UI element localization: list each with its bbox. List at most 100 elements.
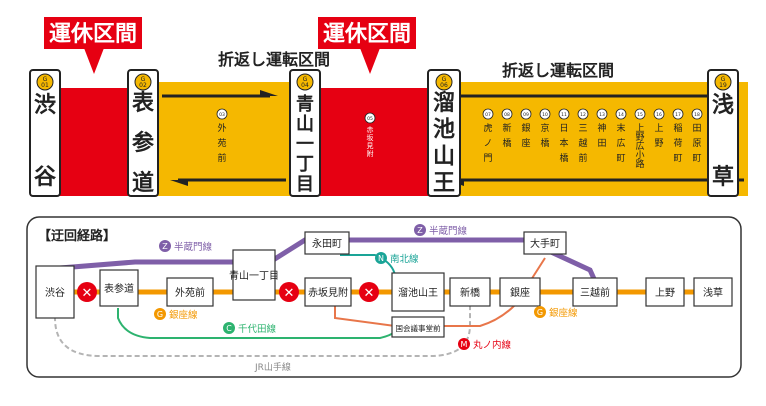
- svg-text:銀: 銀: [521, 122, 530, 134]
- svg-text:G: G: [721, 76, 726, 83]
- svg-text:表: 表: [132, 91, 155, 116]
- marunouchi-label: M 丸ノ内線: [458, 338, 512, 351]
- detour-station-shibuya: 渋谷: [35, 265, 75, 319]
- svg-text:運休区間: 運休区間: [323, 22, 411, 47]
- detour-station-gaienmae: 外苑前: [166, 277, 214, 307]
- detour-stations: 渋谷表参道外苑前青山一丁目永田町赤坂見附溜池山王国会議事堂前新橋銀座大手町三越前…: [35, 231, 733, 338]
- chiyoda-label: C 千代田線: [223, 322, 277, 335]
- ginza-label-1: G 銀座線: [154, 308, 198, 321]
- detour-station-ueno: 上野: [645, 277, 685, 307]
- svg-text:前: 前: [578, 152, 587, 164]
- svg-text:19: 19: [719, 82, 727, 89]
- svg-text:池: 池: [433, 118, 455, 143]
- turnback-arrows-left: [162, 90, 286, 186]
- jr-label: JR山手線: [254, 361, 291, 373]
- svg-text:12: 12: [580, 112, 586, 118]
- detour-station-aoyama: 青山一丁目: [229, 249, 279, 301]
- svg-text:02: 02: [139, 82, 147, 89]
- svg-text:橋: 橋: [540, 137, 549, 149]
- svg-text:広: 広: [616, 137, 625, 149]
- svg-text:苑: 苑: [217, 137, 226, 149]
- svg-text:17: 17: [675, 112, 681, 118]
- svg-text:18: 18: [694, 112, 700, 118]
- svg-text:13: 13: [599, 112, 605, 118]
- detour-station-akasaka: 赤坂見附: [304, 277, 352, 307]
- svg-text:千代田線: 千代田線: [238, 323, 277, 335]
- svg-text:坂: 坂: [367, 133, 374, 142]
- svg-text:N: N: [378, 254, 384, 263]
- svg-text:山: 山: [296, 114, 314, 135]
- svg-text:G: G: [157, 310, 163, 319]
- svg-text:外: 外: [217, 122, 226, 134]
- detour-station-shimbashi: 新橋: [449, 277, 491, 307]
- svg-text:運休区間: 運休区間: [49, 22, 137, 47]
- svg-text:目: 目: [296, 174, 314, 195]
- svg-text:王: 王: [433, 171, 455, 196]
- namboku-line: [340, 254, 396, 276]
- detour-station-asakusa: 浅草: [693, 277, 733, 307]
- svg-text:表参道: 表参道: [104, 282, 134, 295]
- svg-text:谷: 谷: [34, 165, 57, 190]
- svg-text:赤: 赤: [367, 126, 374, 134]
- band-yellow-2: [436, 82, 748, 196]
- closed-mark-1: ✕: [77, 282, 97, 302]
- svg-text:町: 町: [616, 154, 625, 164]
- detour-station-ginza: 銀座: [499, 277, 541, 307]
- svg-text:田: 田: [692, 123, 701, 134]
- svg-text:越: 越: [578, 137, 587, 149]
- svg-text:赤坂見附: 赤坂見附: [308, 286, 348, 299]
- svg-text:外苑前: 外苑前: [175, 286, 205, 299]
- jr-line: [54, 300, 471, 357]
- detour-title: 【迂回経路】: [38, 228, 116, 244]
- svg-text:Z: Z: [162, 242, 168, 251]
- svg-text:門: 門: [483, 153, 492, 164]
- svg-text:上: 上: [635, 123, 644, 134]
- detour-station-nagatacho: 永田町: [304, 231, 350, 255]
- svg-text:10: 10: [542, 112, 548, 118]
- svg-text:溜池山王: 溜池山王: [398, 286, 438, 299]
- svg-text:銀座線: 銀座線: [169, 309, 198, 321]
- svg-text:末: 末: [616, 122, 625, 134]
- svg-text:G: G: [537, 308, 543, 317]
- svg-text:田: 田: [597, 138, 606, 149]
- svg-text:ノ: ノ: [483, 139, 492, 149]
- svg-text:銀座線: 銀座線: [549, 307, 578, 319]
- svg-text:原: 原: [692, 138, 701, 149]
- svg-text:山: 山: [433, 144, 455, 169]
- svg-text:07: 07: [485, 112, 491, 118]
- svg-text:小: 小: [635, 150, 644, 161]
- svg-text:橋: 橋: [559, 152, 568, 164]
- svg-text:橋: 橋: [502, 137, 511, 149]
- svg-text:京: 京: [540, 122, 549, 134]
- svg-text:16: 16: [656, 112, 662, 118]
- svg-text:11: 11: [561, 112, 567, 118]
- suspension-label-left: 運休区間: [44, 17, 142, 74]
- svg-text:04: 04: [301, 82, 309, 89]
- svg-text:G: G: [303, 76, 308, 83]
- svg-text:浅草: 浅草: [703, 286, 723, 299]
- svg-text:稲: 稲: [673, 122, 682, 134]
- svg-text:G: G: [141, 76, 146, 83]
- svg-text:丸ノ内線: 丸ノ内線: [473, 339, 512, 351]
- svg-text:荷: 荷: [673, 138, 682, 149]
- detour-station-kokkai: 国会議事堂前: [391, 316, 445, 338]
- svg-text:日: 日: [559, 123, 568, 134]
- station-10: 10 京橋: [539, 108, 551, 149]
- svg-text:C: C: [226, 324, 232, 333]
- svg-text:永田町: 永田町: [312, 237, 342, 250]
- svg-text:附: 附: [367, 149, 374, 158]
- svg-text:国会議事堂前: 国会議事堂前: [396, 323, 441, 333]
- svg-text:前: 前: [217, 152, 226, 164]
- suspension-label-right: 運休区間: [318, 17, 416, 74]
- detour-station-omotesando: 表参道: [99, 269, 139, 307]
